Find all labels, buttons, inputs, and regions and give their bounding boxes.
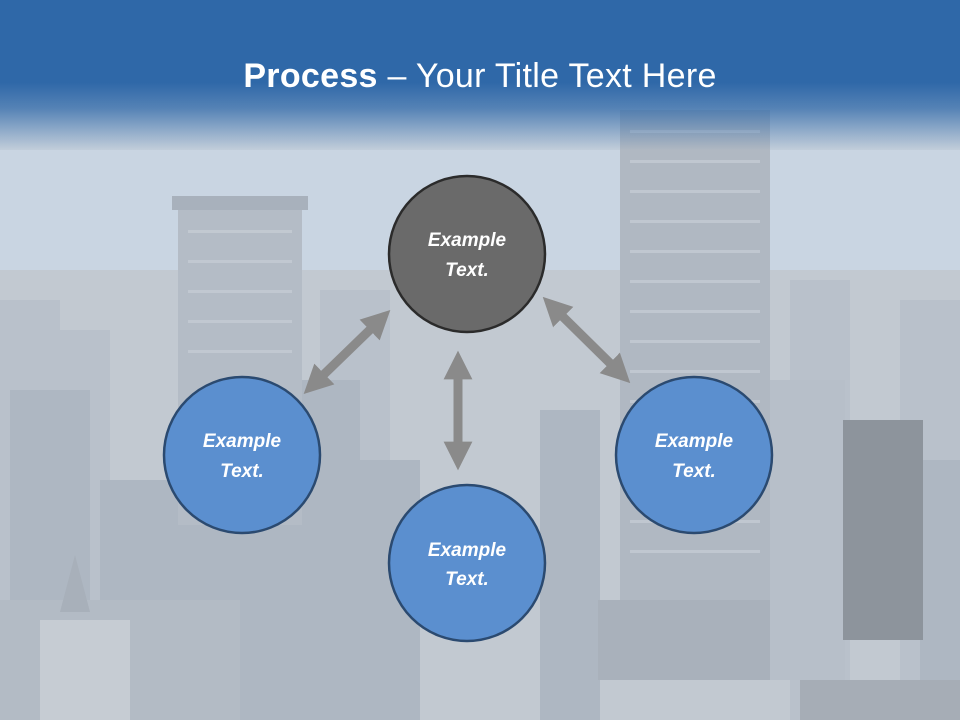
arrow-top-left xyxy=(303,309,391,395)
title-bar xyxy=(0,0,960,150)
title-bold: Process xyxy=(243,57,378,95)
spire xyxy=(60,555,90,612)
road xyxy=(800,680,960,720)
node-right-line1: Example xyxy=(655,431,734,452)
title-rest: Your Title Text Here xyxy=(415,57,717,95)
node-right-line2: Text. xyxy=(672,461,716,482)
foreground-building xyxy=(40,620,130,720)
node-right[interactable]: Example Text. xyxy=(614,375,774,535)
node-bottom[interactable]: Example Text. xyxy=(387,483,547,643)
arrow-top-right xyxy=(542,296,631,384)
node-top-line2: Text. xyxy=(445,260,489,281)
title-separator: – xyxy=(377,57,416,95)
node-top-line1: Example xyxy=(428,230,507,251)
slide-title[interactable]: Process – Your Title Text Here xyxy=(0,54,960,98)
tower-right-base xyxy=(598,600,798,680)
node-bottom-line1: Example xyxy=(428,540,507,561)
node-left-line1: Example xyxy=(203,431,282,452)
node-left[interactable]: Example Text. xyxy=(162,375,322,535)
tower-mid-right xyxy=(770,380,845,680)
tower-left-roof xyxy=(172,196,308,210)
node-bottom-line2: Text. xyxy=(445,569,489,590)
tower-dark xyxy=(843,420,923,640)
node-left-line2: Text. xyxy=(220,461,264,482)
node-top[interactable]: Example Text. xyxy=(387,174,547,334)
